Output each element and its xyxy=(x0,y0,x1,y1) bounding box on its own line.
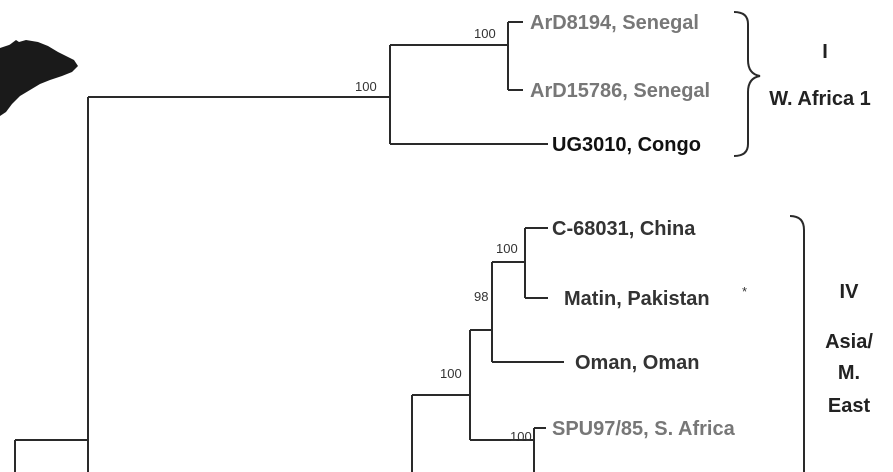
bootstrap-n1: 100 xyxy=(474,26,496,41)
clade-bracket-iv xyxy=(789,215,805,472)
taxon-labels: ArD8194, Senegal ArD15786, Senegal UG301… xyxy=(530,12,747,440)
clade-numeral: I xyxy=(822,41,828,63)
clade-name-line: M. xyxy=(838,362,860,384)
clade-name: W. Africa 1 xyxy=(769,88,871,110)
clade-name-line: Asia/ xyxy=(825,331,873,353)
clade-bracket-i xyxy=(733,11,761,157)
tree-branches xyxy=(14,21,564,472)
taxon-label: Matin, Pakistan xyxy=(564,288,710,310)
bootstrap-n3: 100 xyxy=(496,241,518,256)
bootstrap-n6: 100 xyxy=(510,429,532,444)
clade-name-line: East xyxy=(828,395,871,417)
bootstrap-values: 100 100 100 98 100 100 xyxy=(355,26,532,444)
taxon-label: ArD15786, Senegal xyxy=(530,80,710,102)
clade-numeral: IV xyxy=(840,281,860,303)
bootstrap-n4: 98 xyxy=(474,289,488,304)
bootstrap-n5: 100 xyxy=(440,366,462,381)
africa-map-icon xyxy=(0,40,78,116)
taxon-label: UG3010, Congo xyxy=(552,134,701,156)
clade-labels: I W. Africa 1 IV Asia/ M. East xyxy=(769,41,873,417)
clade-brackets xyxy=(733,11,805,472)
taxon-label: Oman, Oman xyxy=(575,352,699,374)
taxon-footnote-mark: * xyxy=(742,284,747,299)
taxon-label: SPU97/85, S. Africa xyxy=(552,418,736,440)
taxon-label: ArD8194, Senegal xyxy=(530,12,699,34)
bootstrap-n2: 100 xyxy=(355,79,377,94)
taxon-label: C-68031, China xyxy=(552,218,696,240)
